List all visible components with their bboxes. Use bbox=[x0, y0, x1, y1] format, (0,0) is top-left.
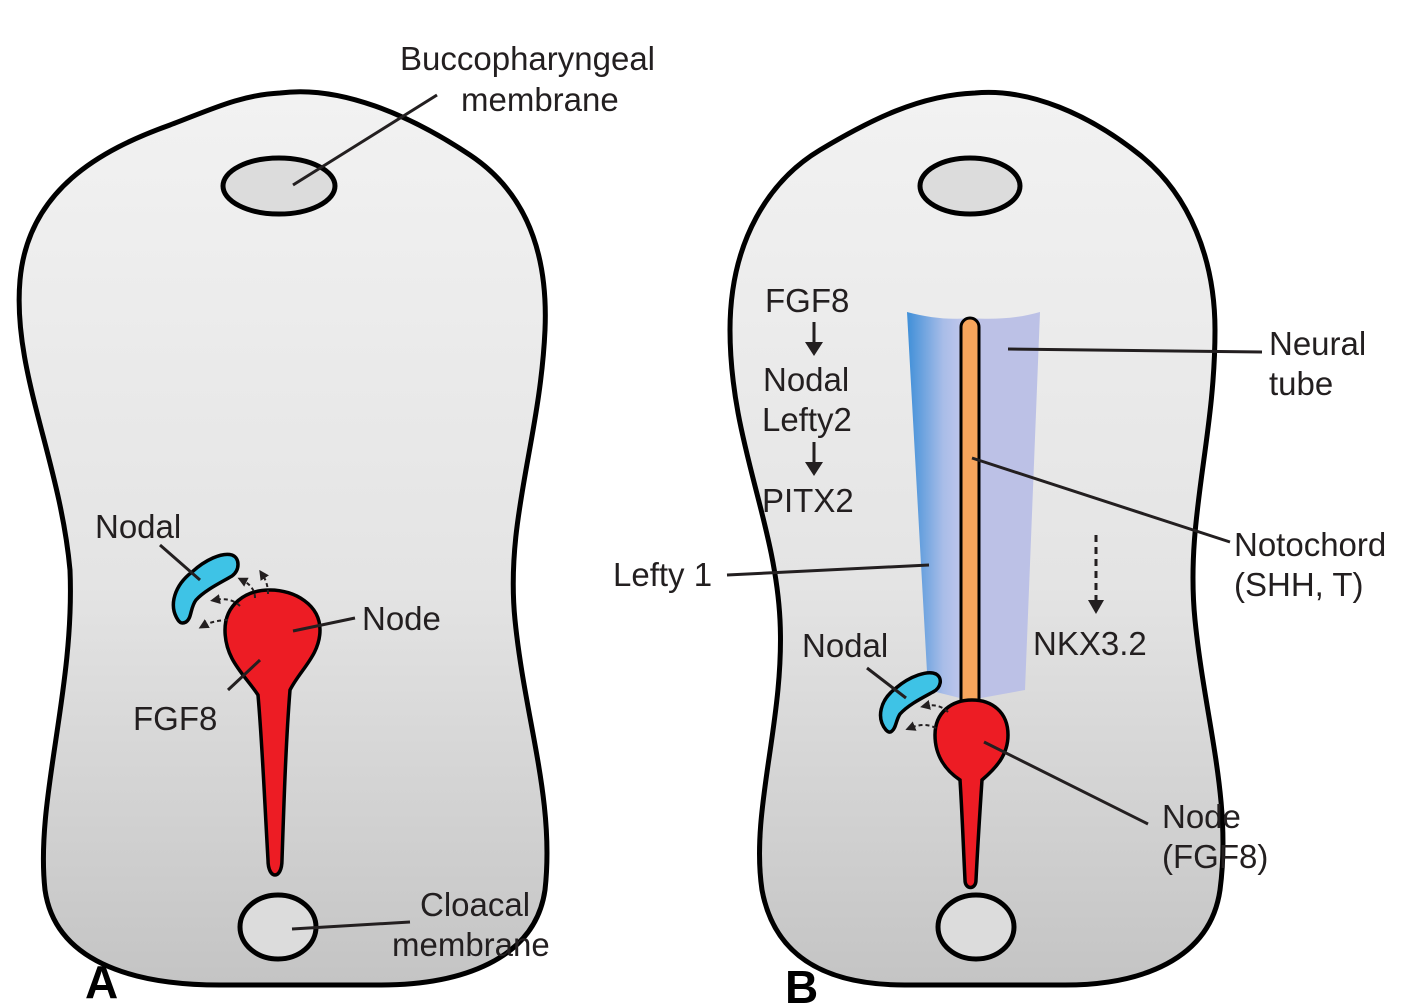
cascade-arrow-head-1 bbox=[805, 342, 823, 356]
lefty1-label: Lefty 1 bbox=[613, 556, 712, 593]
buccopharyngeal-membrane-a bbox=[220, 155, 338, 217]
leader-cloacal bbox=[291, 920, 411, 931]
notochord-label-line2: (SHH, T) bbox=[1234, 566, 1364, 603]
cascade-pitx2-label: PITX2 bbox=[762, 482, 854, 519]
leader-fgf8-a bbox=[226, 658, 262, 692]
signal-arrow-a3 bbox=[237, 577, 256, 599]
cascade-arrow-head-2 bbox=[805, 462, 823, 476]
signal-arrow-b1 bbox=[905, 721, 937, 731]
neural-tube-label-line2: tube bbox=[1269, 365, 1333, 402]
node-label-b-line2: (FGF8) bbox=[1162, 838, 1268, 875]
panel-b: FGF8 Nodal Lefty2 PITX2 Neural tube Noto… bbox=[613, 89, 1386, 1005]
buccopharyngeal-label-line2: membrane bbox=[461, 81, 619, 118]
buccopharyngeal-membrane-b bbox=[917, 155, 1023, 217]
cloacal-label-line2: membrane bbox=[392, 926, 550, 963]
notochord bbox=[959, 316, 981, 712]
node-primitive-streak-a bbox=[223, 588, 322, 877]
cascade-fgf8-label: FGF8 bbox=[765, 282, 849, 319]
lefty1-domain bbox=[907, 312, 968, 700]
signal-arrow-a1 bbox=[198, 619, 229, 629]
cloacal-membrane-b bbox=[935, 892, 1017, 962]
leader-nodal-b bbox=[866, 666, 907, 700]
fgf8-label-a: FGF8 bbox=[133, 700, 217, 737]
leader-neural-tube bbox=[1007, 347, 1263, 354]
signal-arrow-a2 bbox=[210, 594, 241, 607]
nodal-domain-b bbox=[878, 671, 942, 734]
neural-tube-label-line1: Neural bbox=[1269, 325, 1366, 362]
notochord-label-line1: Notochord bbox=[1234, 526, 1386, 563]
nodal-label-a: Nodal bbox=[95, 508, 181, 545]
node-label-b-line1: Node bbox=[1162, 798, 1241, 835]
signal-arrow-b2 bbox=[920, 700, 949, 713]
panel-letter-a: A bbox=[85, 956, 118, 1005]
leader-nodal-a bbox=[159, 543, 201, 582]
leader-node-a bbox=[292, 616, 356, 633]
panel-a: Buccopharyngeal membrane Nodal Node FGF8… bbox=[16, 40, 655, 1005]
cascade-lefty2-label: Lefty2 bbox=[762, 401, 852, 438]
leader-buccopharyngeal bbox=[292, 93, 438, 187]
buccopharyngeal-label-line1: Buccopharyngeal bbox=[400, 40, 655, 77]
signal-arrow-a4 bbox=[259, 569, 269, 595]
node-label-a: Node bbox=[362, 600, 441, 637]
neural-tube-right bbox=[970, 312, 1040, 700]
nkx-dashed-arrow-head bbox=[1088, 600, 1104, 614]
nodal-label-b: Nodal bbox=[802, 627, 888, 664]
leader-notochord bbox=[971, 456, 1231, 544]
node-primitive-streak-b bbox=[933, 698, 1010, 890]
leader-node-b bbox=[983, 740, 1149, 826]
cloacal-label-line1: Cloacal bbox=[420, 886, 530, 923]
leader-lefty1 bbox=[726, 563, 930, 577]
nkx-label: NKX3.2 bbox=[1033, 625, 1147, 662]
panel-letter-b: B bbox=[785, 961, 818, 1005]
embryo-body-a bbox=[16, 89, 550, 988]
cascade-nodal-label: Nodal bbox=[763, 361, 849, 398]
